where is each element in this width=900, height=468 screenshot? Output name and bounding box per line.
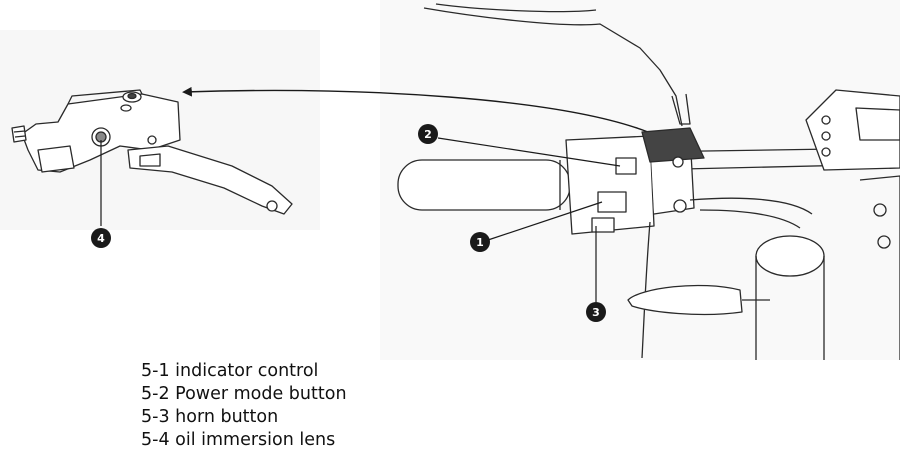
component-legend: 5-1 indicator control 5-2 Power mode but… — [141, 360, 347, 452]
legend-item-indicator-control: 5-1 indicator control — [141, 361, 319, 381]
callout-marker-2 — [418, 124, 438, 144]
callout-marker-4 — [91, 228, 111, 248]
callout-1: 1 — [470, 232, 490, 252]
callout-4: 4 — [91, 228, 111, 248]
callout-number-2: 2 — [424, 128, 432, 141]
legend-item-power-mode-button: 5-2 Power mode button — [141, 384, 347, 404]
callout-marker-3 — [586, 302, 606, 322]
handlebar-scene — [397, 3, 900, 360]
leader-lines — [100, 137, 621, 302]
callout-marker-1 — [470, 232, 490, 252]
callout-number-3: 3 — [592, 306, 600, 319]
callout-number-4: 4 — [97, 232, 105, 245]
callout-2: 2 — [418, 124, 438, 144]
detail-pointer-arrow — [182, 86, 649, 133]
brake-lever-detail — [11, 89, 293, 215]
handlebar-diagram: 1 2 3 4 — [11, 3, 900, 360]
callout-3: 3 — [586, 302, 606, 322]
legend-item-oil-immersion-lens: 5-4 oil immersion lens — [141, 430, 336, 450]
legend-item-horn-button: 5-3 horn button — [141, 407, 279, 427]
callout-number-1: 1 — [476, 236, 484, 249]
